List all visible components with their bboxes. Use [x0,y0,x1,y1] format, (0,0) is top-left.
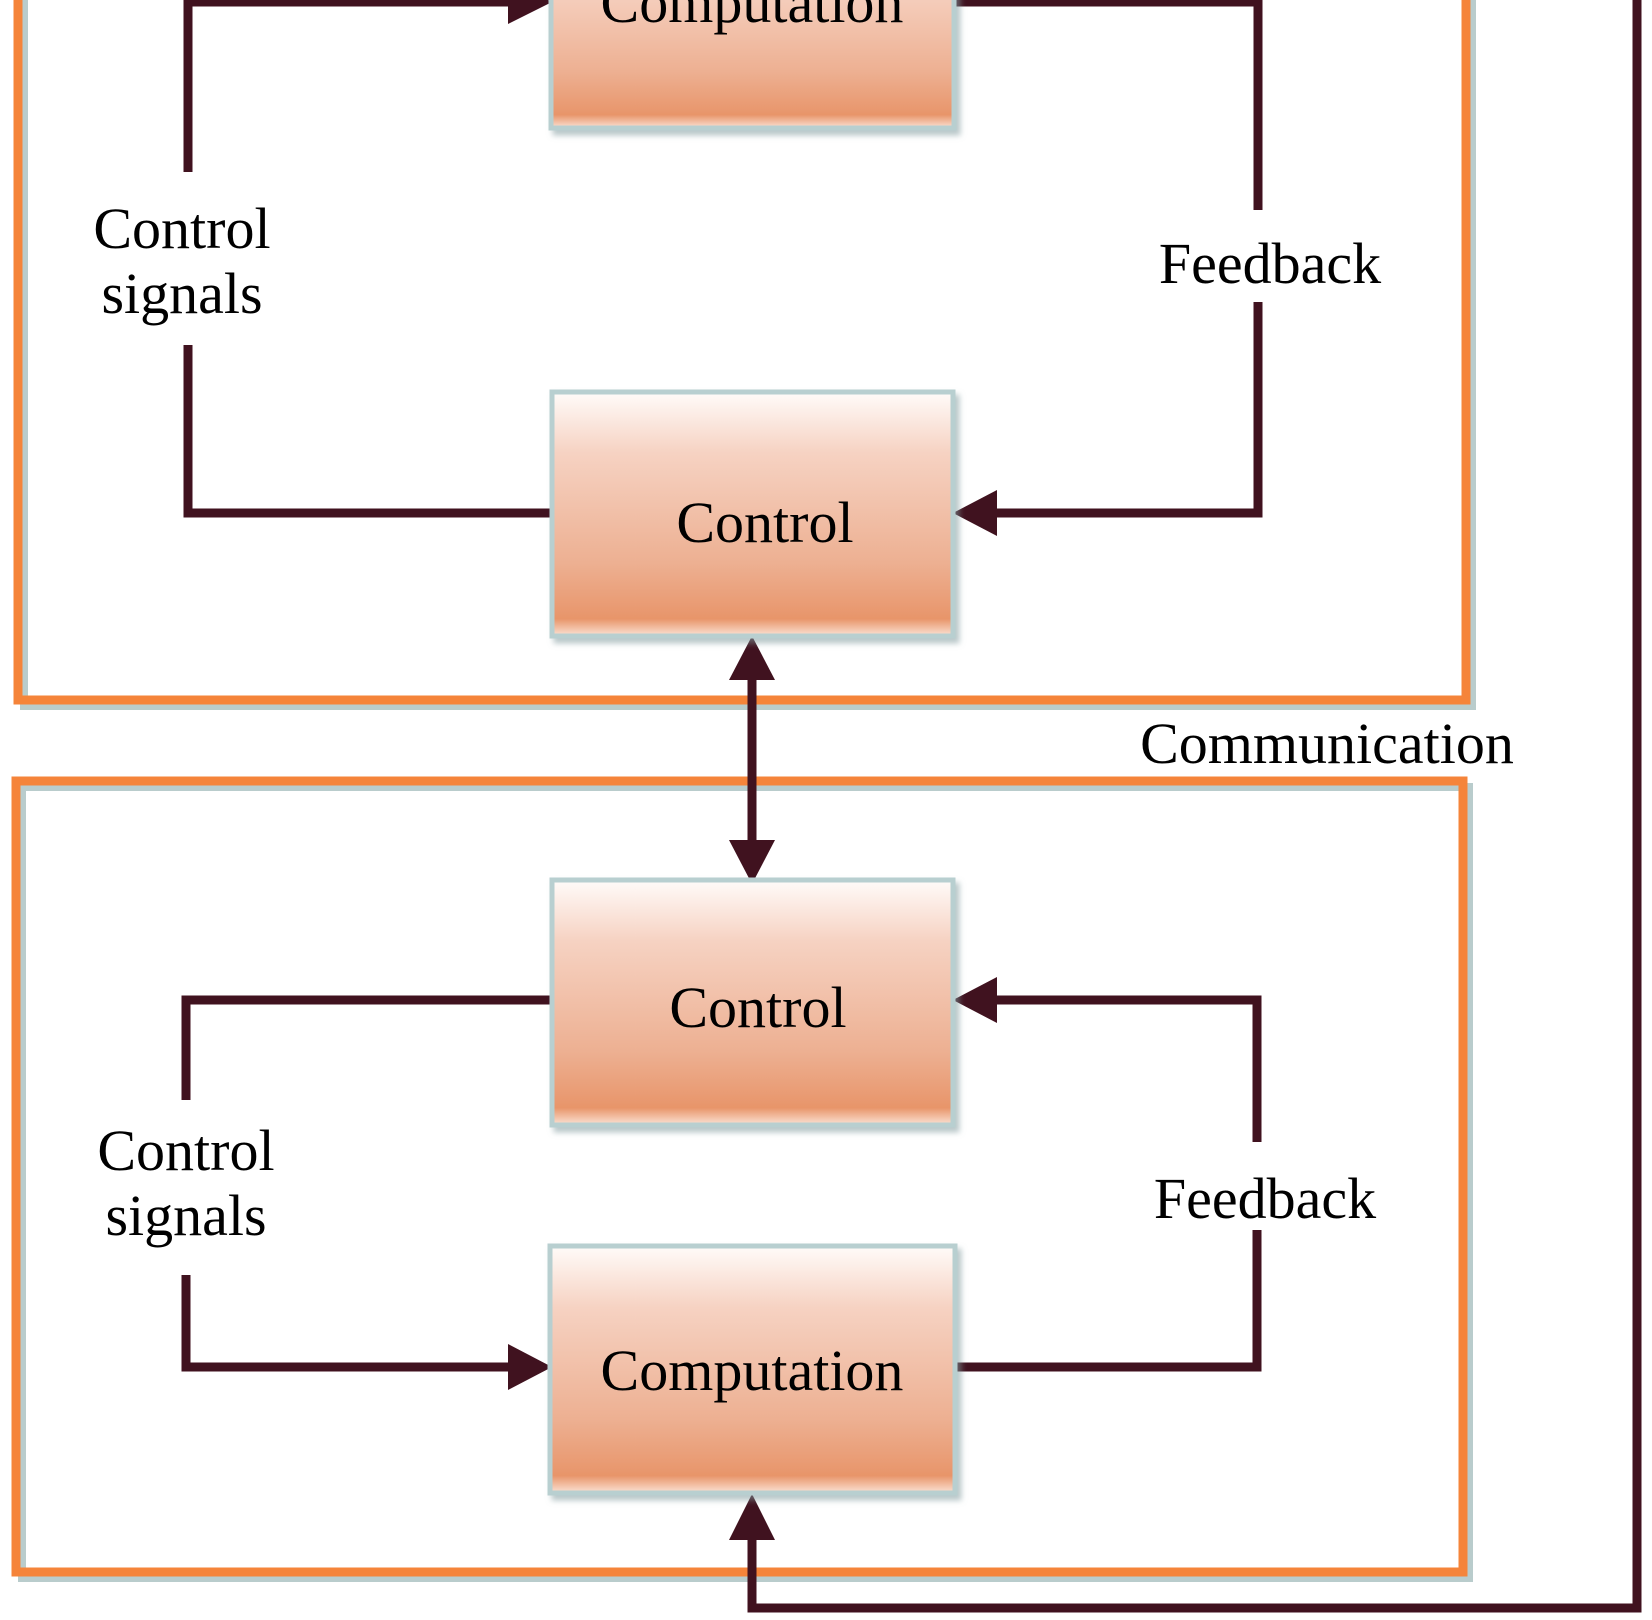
top-control-signals-label-line2: signals [101,261,262,326]
bottom-feedback-line-upper [995,995,1262,1142]
top-computation-box[interactable]: Computation [548,0,957,131]
bottom-control-signals-line-upper [181,995,550,1100]
bottom-computation-input-arrow [508,1344,552,1390]
top-computation-label: Computation [601,0,904,35]
bottom-control-signals-label-line1: Control [97,1118,274,1183]
top-unit-connectors [183,0,1263,536]
bottom-control-box[interactable]: Control [549,877,956,1128]
bottom-unit-connectors [181,977,1262,1390]
bottom-unit-frame [11,776,1473,1582]
bottom-control-signals-line-lower [181,1275,510,1372]
top-feedback-label: Feedback [1159,231,1381,296]
bottom-feedback-line-lower [955,1230,1262,1372]
top-control-feedback-arrow [953,490,997,536]
communication-arrow-down [729,840,775,884]
top-feedback-line-upper [955,0,1263,210]
outer-loop-arrow-up [729,1494,775,1540]
bottom-computation-box[interactable]: Computation [547,1243,958,1496]
top-computation-input-arrow [508,0,552,24]
communication-connector [729,636,775,884]
bottom-computation-label: Computation [601,1338,904,1403]
top-feedback-line-lower [995,302,1263,518]
communication-label: Communication [1140,711,1514,776]
communication-arrow-up [729,636,775,680]
top-control-signals-label-line1: Control [93,196,270,261]
top-control-box[interactable]: Control [549,389,956,639]
outer-loop-connector [729,0,1642,1613]
bottom-control-signals-label-line2: signals [105,1183,266,1248]
top-control-label: Control [676,490,853,555]
top-control-signals-line-upper [183,0,510,172]
bottom-control-feedback-arrow [953,977,997,1023]
bottom-control-label: Control [669,975,846,1040]
top-control-signals-line-lower [183,345,550,518]
bottom-feedback-label: Feedback [1154,1166,1376,1231]
